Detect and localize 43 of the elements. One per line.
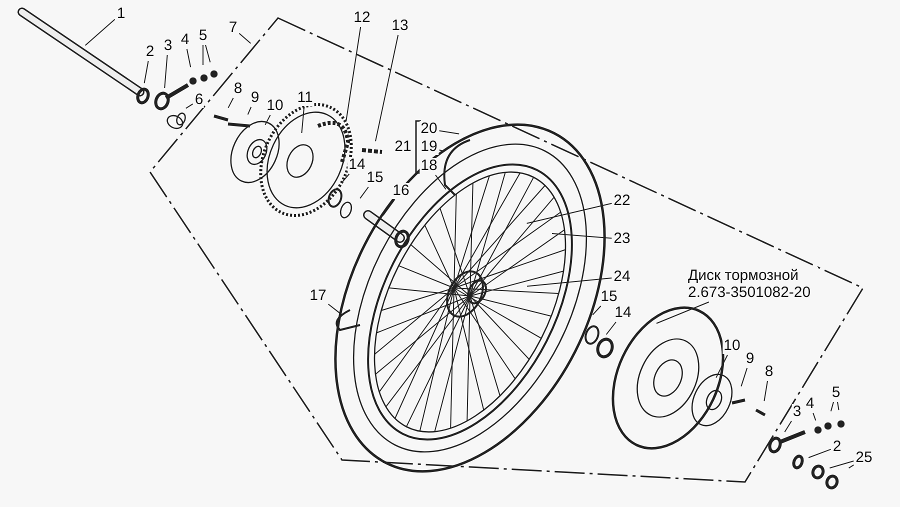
callout-number: 16 xyxy=(392,183,410,199)
leader-line xyxy=(360,186,369,199)
leader-line xyxy=(435,174,446,190)
leader-line xyxy=(808,448,832,458)
leader-line xyxy=(829,460,854,468)
leader-line xyxy=(606,322,616,335)
leader-line xyxy=(740,368,748,387)
leader-line xyxy=(784,420,792,432)
leader-line xyxy=(438,130,460,134)
leader-line xyxy=(382,200,395,216)
leader-line xyxy=(228,98,234,108)
leader-line xyxy=(238,32,252,44)
leader-line xyxy=(716,354,728,378)
leader-line xyxy=(656,302,710,324)
leader-line xyxy=(186,48,192,68)
callout-number: 10 xyxy=(722,338,742,354)
callout-number: 21 xyxy=(394,139,412,155)
callout-number: 14 xyxy=(348,157,366,173)
leader-line xyxy=(526,202,612,224)
leader-line xyxy=(205,44,211,63)
callout-number: 6 xyxy=(194,92,204,108)
leader-line xyxy=(830,402,834,412)
leader-line xyxy=(592,306,602,316)
callout-number: 11 xyxy=(296,90,314,106)
leader-line xyxy=(764,380,768,402)
leader-line xyxy=(301,106,305,134)
leader-line xyxy=(342,174,350,182)
leader-line xyxy=(375,34,399,142)
leader-line xyxy=(848,464,854,469)
leader-line xyxy=(264,114,271,126)
leader-line xyxy=(837,402,840,411)
leader-line xyxy=(812,412,816,421)
leader-line xyxy=(144,60,149,84)
leader-line xyxy=(438,150,444,152)
leader-line xyxy=(185,103,194,109)
leader-line xyxy=(328,304,341,314)
leader-line xyxy=(164,54,168,88)
leader-line xyxy=(84,18,116,46)
leader-line xyxy=(346,26,362,122)
callout-number: 18 xyxy=(420,158,438,174)
leader-line xyxy=(202,44,204,66)
leader-line xyxy=(247,106,252,116)
callout-number: 19 xyxy=(420,139,438,155)
